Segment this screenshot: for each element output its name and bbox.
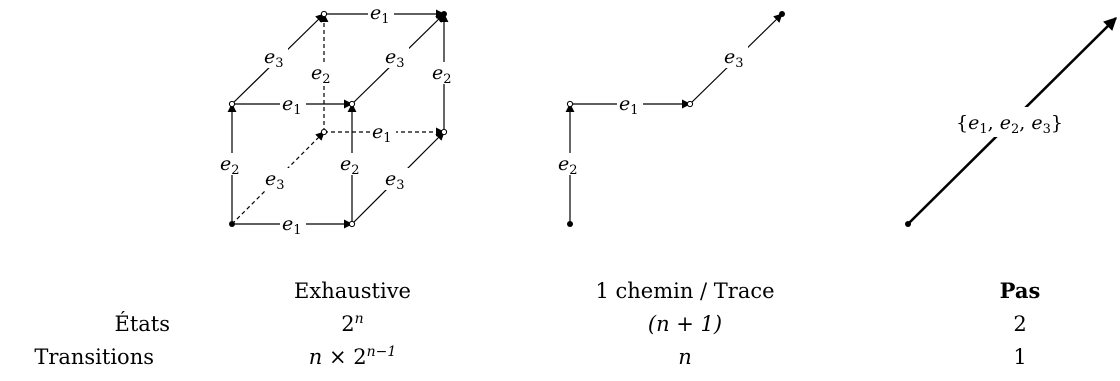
cell-exhaustive-transitions: n × 2n−1: [308, 344, 397, 369]
cube-node: [348, 100, 356, 108]
cell-exhaustive-states: 2n: [341, 311, 364, 336]
path-nodes: [566, 11, 785, 227]
cube-node: [228, 100, 236, 108]
label-top-right: e3: [385, 46, 405, 71]
label-path-horizontal: e1: [619, 93, 639, 118]
path-node-start: [567, 221, 573, 227]
cell-pas-states: 2: [1013, 312, 1027, 336]
cell-trace-transitions: n: [678, 345, 692, 369]
column-header-pas: Pas: [999, 278, 1041, 303]
cube-node: [320, 10, 328, 18]
label-hidden-diagonal: e3: [265, 168, 285, 193]
label-left-vertical: e2: [220, 153, 240, 178]
path-labels: e2 e1 e3: [557, 46, 748, 178]
cell-trace-states: (n + 1): [647, 312, 723, 336]
label-bottom-front: e1: [282, 213, 302, 238]
label-hidden-horizontal: e1: [372, 121, 392, 146]
cube-node-start: [229, 221, 235, 227]
cube-node: [440, 128, 448, 136]
column-header-trace: 1 chemin / Trace: [595, 279, 775, 303]
column-header-exhaustive: Exhaustive: [294, 279, 411, 303]
path-node-end: [779, 11, 785, 17]
cell-pas-transitions: 1: [1013, 345, 1027, 369]
cube-node: [320, 128, 328, 136]
path-diagram: [565, 13, 783, 224]
label-right-vertical: e2: [432, 62, 452, 87]
label-path-vertical: e2: [558, 153, 578, 178]
cube-node-end: [441, 11, 447, 17]
row-label-states: États: [114, 312, 170, 336]
label-path-diagonal: e3: [724, 46, 744, 71]
label-bottom-right: e3: [385, 168, 405, 193]
label-back-vertical: e2: [311, 62, 331, 87]
label-top-back: e1: [370, 2, 390, 27]
cube-nodes: [228, 10, 448, 228]
path-node: [566, 100, 574, 108]
step-diagram: {e1, e2, e3}: [905, 17, 1117, 227]
path-node: [686, 100, 694, 108]
label-middle-front: e1: [282, 93, 302, 118]
label-top-left: e3: [264, 46, 284, 71]
cube-labels: e1 e3 e3 e2 e2 e1 e1 e2 e2 e3 e3 e1: [219, 2, 457, 238]
label-step: {e1, e2, e3}: [956, 112, 1063, 137]
step-node-start: [905, 221, 911, 227]
label-front-vertical: e2: [340, 153, 360, 178]
cube-node: [348, 220, 356, 228]
row-label-transitions: Transitions: [34, 345, 154, 369]
